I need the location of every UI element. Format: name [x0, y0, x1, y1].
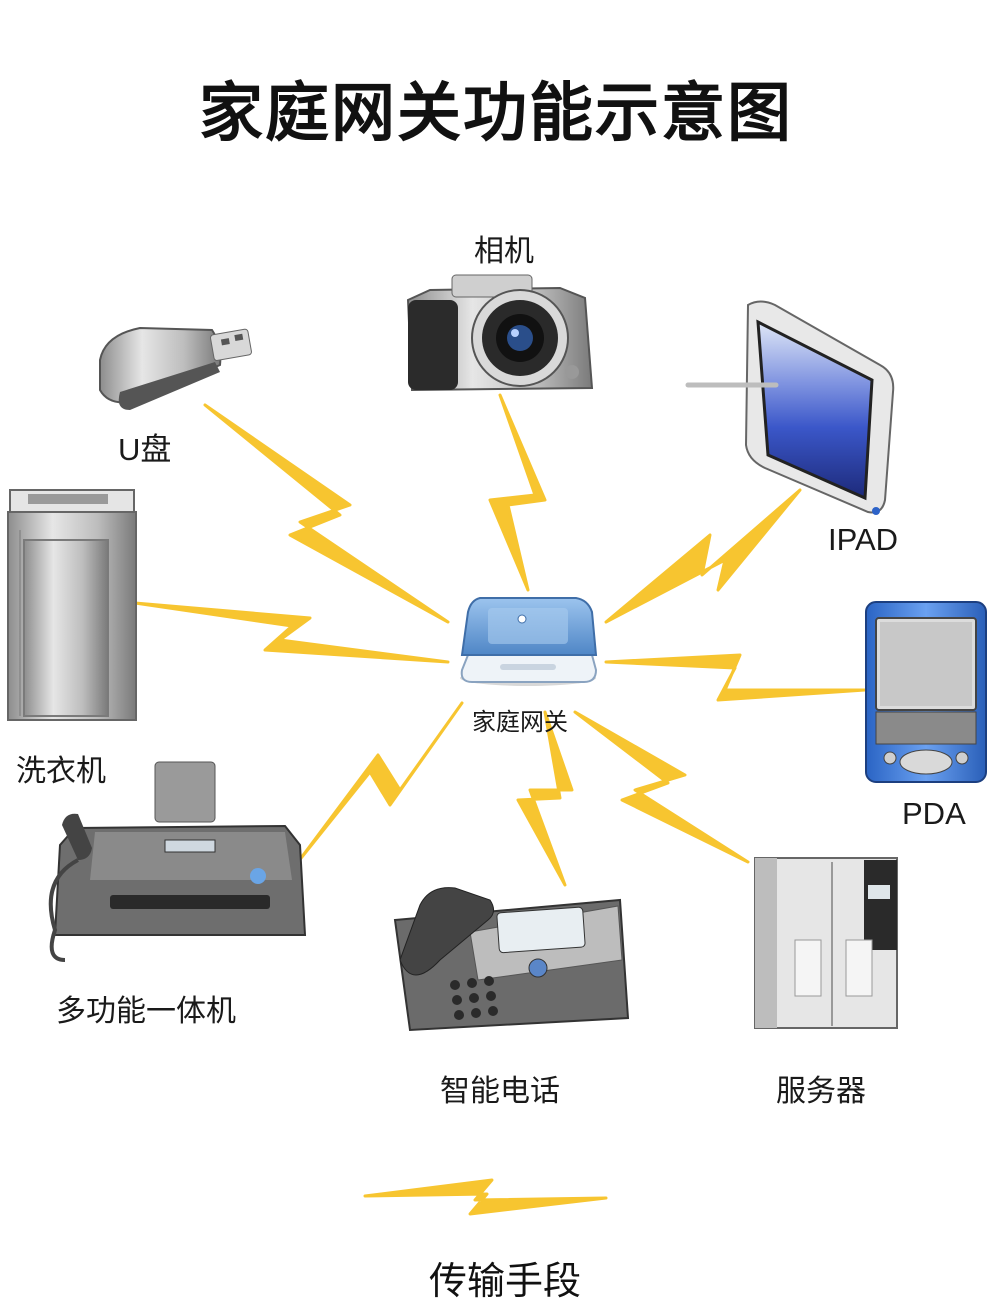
phone-label: 智能电话	[440, 1074, 560, 1109]
washer-label: 洗衣机	[16, 754, 106, 789]
hub-label: 家庭网关	[472, 708, 568, 736]
ipad-label: IPAD	[828, 522, 899, 557]
washing-machine-icon	[7, 489, 137, 721]
camera-label: 相机	[474, 234, 534, 269]
server-label: 服务器	[776, 1074, 866, 1109]
pda-icon	[865, 601, 987, 783]
tablet-icon	[685, 300, 895, 515]
bolt-pda	[604, 653, 867, 702]
pda-label: PDA	[902, 796, 966, 831]
usb-label: U盘	[118, 432, 172, 467]
camera-icon	[406, 274, 594, 392]
bolt-ipad	[604, 488, 802, 624]
bolt-mfp	[296, 701, 464, 864]
server-cabinet-icon	[754, 857, 898, 1029]
bolt-server	[573, 710, 750, 864]
legend-label: 传输手段	[428, 1259, 581, 1303]
fax-machine-icon	[48, 761, 307, 962]
lightning-bolt-icon	[363, 1178, 608, 1216]
diagram-title: 家庭网关功能示意图	[199, 76, 793, 151]
desk-phone-icon	[393, 887, 630, 1032]
scanner-gateway-icon	[460, 597, 598, 686]
connections	[133, 393, 867, 887]
bolt-usb	[203, 403, 450, 624]
usb-drive-icon	[99, 326, 252, 410]
bolt-camera	[488, 393, 547, 592]
bolt-phone	[516, 710, 574, 887]
bolt-washer	[133, 601, 450, 664]
mfp-label: 多功能一体机	[56, 994, 236, 1029]
